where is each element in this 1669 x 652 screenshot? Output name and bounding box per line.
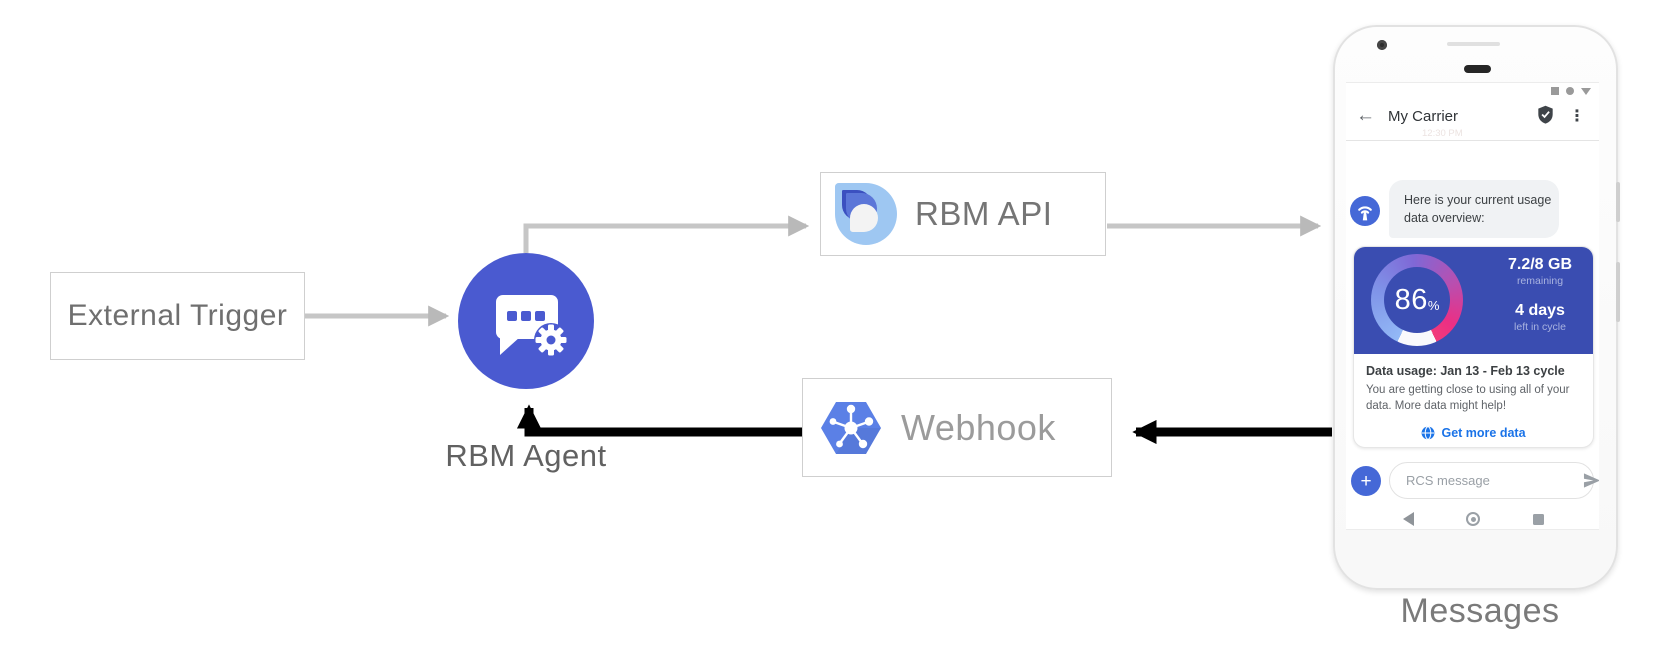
usage-card-text: You are getting close to using all of yo… [1366,382,1581,414]
status-triangle-icon [1581,87,1591,95]
usage-stats: 7.2/8 GB remaining 4 days left in cycle [1492,256,1588,333]
node-rbm-api: RBM API [820,172,1106,256]
usage-percent-unit: % [1427,297,1440,313]
get-more-data-button[interactable]: Get more data [1366,426,1581,440]
overflow-menu-icon[interactable]: ⋮ [1569,108,1585,125]
globe-icon [1422,426,1435,440]
rcs-message-input[interactable] [1390,473,1582,488]
phone-power-button [1616,182,1620,222]
usage-card-title: Data usage: Jan 13 - Feb 13 cycle [1366,364,1565,378]
get-more-data-label: Get more data [1441,426,1526,441]
arrow-agent-to-api [523,215,810,253]
send-icon [1583,473,1599,488]
usage-rich-card: 86 % 7.2/8 GB remaining 4 days left in c… [1353,246,1594,448]
phone-speaker-slot [1447,42,1500,46]
incoming-message-bubble: Here is your current usage data overview… [1389,180,1559,238]
message-line-1: Here is your current usage [1404,193,1552,207]
usage-gauge-panel: 86 % 7.2/8 GB remaining 4 days left in c… [1354,247,1593,354]
rbm-agent-label: RBM Agent [445,438,607,473]
webhook-hexagon-icon [821,401,881,454]
rbm-api-label: RBM API [915,195,1053,232]
usage-percent-value: 86 [1394,283,1428,316]
webhook-label: Webhook [901,406,1056,448]
phone-camera [1377,40,1387,50]
conversation-title: My Carrier [1388,108,1458,125]
status-square-icon [1551,87,1559,95]
usage-percent: 86 % [1371,254,1463,346]
nav-home-icon[interactable] [1466,512,1480,526]
attach-plus-button[interactable]: + [1351,466,1381,496]
status-bar [1551,86,1591,96]
phone-earpiece [1464,65,1491,73]
external-trigger-label: External Trigger [67,299,288,332]
phone-screen: ← My Carrier 12:30 PM ⋮ [1346,82,1599,530]
node-external-trigger: External Trigger [50,272,305,360]
agent-avatar [1350,196,1380,226]
usage-card-body: Data usage: Jan 13 - Feb 13 cycle You ar… [1354,354,1593,440]
nav-back-icon[interactable] [1403,512,1414,526]
node-webhook: Webhook [802,378,1112,477]
usage-card-text-line1: You are getting close to using all of yo… [1366,384,1570,413]
node-rbm-agent [458,253,594,389]
broadcast-tower-icon [1358,206,1372,221]
message-line-2: data overview: [1404,211,1485,226]
android-nav-bar [1346,507,1599,529]
compose-bar [1389,462,1599,499]
arrow-webhook-to-agent [516,404,803,437]
back-arrow-icon[interactable]: ← [1356,105,1375,126]
days-left-value: 4 days [1515,302,1565,319]
verified-shield-icon[interactable] [1537,105,1554,129]
send-button[interactable] [1582,472,1599,489]
chat-gear-icon [496,295,568,357]
usage-gauge-ring [1371,254,1463,346]
conversation-timestamp: 12:30 PM [1422,128,1463,139]
plus-icon: + [1360,470,1372,492]
data-remaining-label: remaining [1516,275,1564,287]
nav-recents-icon[interactable] [1533,513,1544,525]
status-circle-icon [1566,87,1574,95]
usage-card-text-line2: More data might help! [1394,400,1507,413]
days-left-label: left in cycle [1514,321,1566,333]
app-bar: ← My Carrier 12:30 PM ⋮ [1346,97,1599,141]
phone-volume-button [1616,262,1620,322]
data-remaining-value: 7.2/8 GB [1507,256,1573,273]
phone-mockup: ← My Carrier 12:30 PM ⋮ [1333,25,1620,590]
rbm-api-logo-icon [835,183,897,245]
phone-caption: Messages [1400,592,1560,630]
